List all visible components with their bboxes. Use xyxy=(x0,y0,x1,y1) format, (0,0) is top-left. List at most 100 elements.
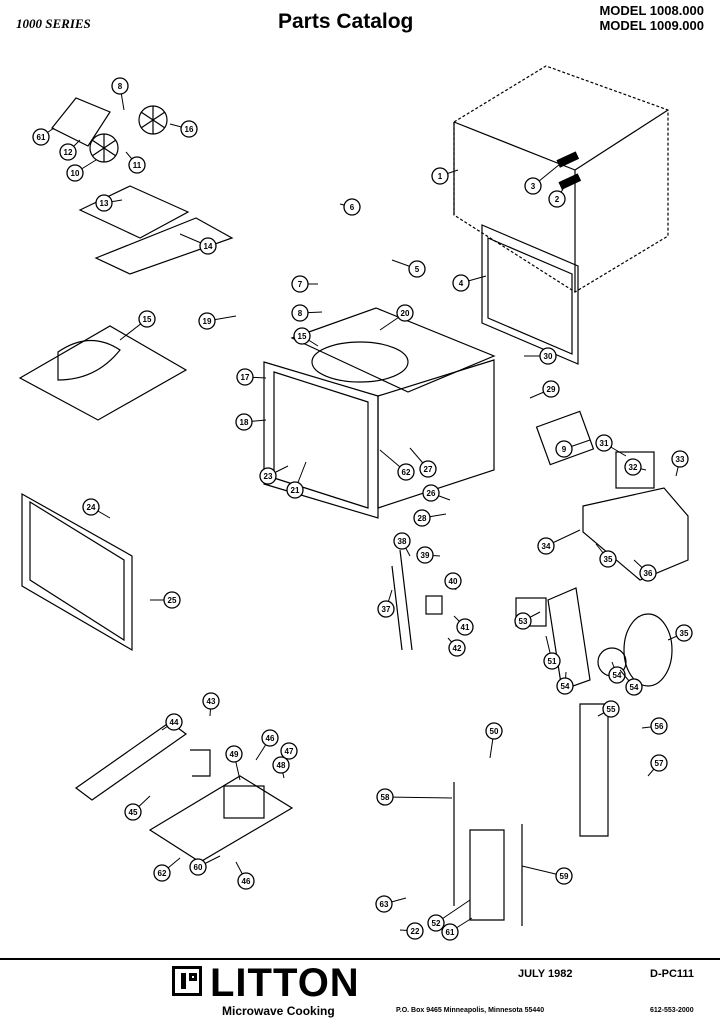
callout-21: 21 xyxy=(286,461,307,499)
callout-number: 62 xyxy=(402,468,411,477)
callout-circle xyxy=(624,458,642,476)
callout-34: 34 xyxy=(537,529,581,555)
callout-circle xyxy=(650,717,668,735)
callout-2: 2 xyxy=(548,183,567,208)
callout-number: 42 xyxy=(453,644,462,653)
callout-number: 60 xyxy=(194,863,203,872)
company-address: P.O. Box 9465 Minneapolis, Minnesota 554… xyxy=(396,1007,545,1014)
callout-circle xyxy=(396,304,414,322)
callout-number: 10 xyxy=(71,169,80,178)
callout-number: 1 xyxy=(438,172,443,181)
callout-31: 31 xyxy=(595,434,627,457)
callout-number: 48 xyxy=(277,761,286,770)
callout-circle xyxy=(225,745,243,763)
callout-36: 36 xyxy=(633,559,657,582)
callout-number: 35 xyxy=(680,629,689,638)
callout-number: 24 xyxy=(87,503,96,512)
callout-57: 57 xyxy=(647,754,668,777)
callout-circle xyxy=(599,550,617,568)
callout-24: 24 xyxy=(82,498,111,519)
callout-3: 3 xyxy=(524,163,561,195)
callout-number: 51 xyxy=(548,657,557,666)
callout-61: 61 xyxy=(441,917,473,941)
model-number: MODEL 1008.000 xyxy=(599,3,704,18)
callout-25: 25 xyxy=(150,591,181,609)
callout-6: 6 xyxy=(339,198,361,216)
callout-46: 46 xyxy=(235,861,255,890)
callout-45: 45 xyxy=(124,795,151,821)
callout-number: 61 xyxy=(37,133,46,142)
callout-38: 38 xyxy=(393,532,411,557)
callout-circle xyxy=(375,895,393,913)
callout-number: 46 xyxy=(242,877,251,886)
callout-number: 21 xyxy=(291,486,300,495)
callout-44: 44 xyxy=(161,713,183,731)
callout-7: 7 xyxy=(291,275,318,293)
callout-circle xyxy=(128,156,146,174)
callout-8: 8 xyxy=(111,77,129,111)
callout-number: 25 xyxy=(168,596,177,605)
callout-61: 61 xyxy=(32,127,55,146)
callout-26: 26 xyxy=(422,484,451,502)
callout-9: 9 xyxy=(555,439,591,458)
callout-39: 39 xyxy=(416,546,441,564)
callout-circle xyxy=(189,858,207,876)
callout-number: 20 xyxy=(401,309,410,318)
callout-number: 54 xyxy=(561,682,570,691)
callout-circle xyxy=(441,923,459,941)
callout-20: 20 xyxy=(379,304,414,331)
callout-50: 50 xyxy=(485,722,503,759)
callout-number: 12 xyxy=(64,148,73,157)
callout-circle xyxy=(416,546,434,564)
callout-circle xyxy=(343,198,361,216)
callout-15: 15 xyxy=(293,327,319,347)
catalog-date: JULY 1982 xyxy=(518,968,573,980)
callout-number: 29 xyxy=(547,385,556,394)
callout-59: 59 xyxy=(521,865,573,885)
oven-cavity xyxy=(263,307,496,519)
door-latch xyxy=(579,703,609,837)
callout-62: 62 xyxy=(379,449,415,481)
callout-56: 56 xyxy=(641,717,668,735)
callout-35: 35 xyxy=(667,624,693,642)
blower-assembly xyxy=(51,97,168,163)
callout-41: 41 xyxy=(453,615,474,636)
callout-48: 48 xyxy=(272,756,290,779)
callout-52: 52 xyxy=(427,899,471,932)
callout-number: 61 xyxy=(446,928,455,937)
callout-number: 33 xyxy=(676,455,685,464)
callout-circle xyxy=(376,788,394,806)
callout-circle xyxy=(555,867,573,885)
callout-54: 54 xyxy=(619,669,643,696)
callout-number: 36 xyxy=(644,569,653,578)
callout-number: 15 xyxy=(298,332,307,341)
callout-number: 13 xyxy=(100,199,109,208)
callout-8: 8 xyxy=(291,304,323,322)
callout-circle xyxy=(198,312,216,330)
callout-number: 23 xyxy=(264,472,273,481)
callout-circle xyxy=(261,729,279,747)
callout-35: 35 xyxy=(595,543,617,568)
callout-circle xyxy=(397,463,415,481)
callout-37: 37 xyxy=(377,589,395,618)
callout-circle xyxy=(259,467,277,485)
callout-4: 4 xyxy=(452,274,487,292)
callout-29: 29 xyxy=(529,380,560,399)
callout-circle xyxy=(422,484,440,502)
callout-number: 55 xyxy=(607,705,616,714)
callout-number: 32 xyxy=(629,463,638,472)
callout-46: 46 xyxy=(255,729,279,761)
callout-1: 1 xyxy=(431,167,459,185)
callout-circle xyxy=(235,413,253,431)
callout-number: 53 xyxy=(519,617,528,626)
callout-number: 49 xyxy=(230,750,239,759)
callout-number: 8 xyxy=(118,82,123,91)
callout-circle xyxy=(291,275,309,293)
callout-number: 17 xyxy=(241,373,250,382)
shaft-assembly xyxy=(391,549,443,651)
callout-62: 62 xyxy=(153,857,181,882)
callout-number: 18 xyxy=(240,418,249,427)
callout-circle xyxy=(452,274,470,292)
callout-circle xyxy=(675,624,693,642)
callout-circle xyxy=(595,434,613,452)
